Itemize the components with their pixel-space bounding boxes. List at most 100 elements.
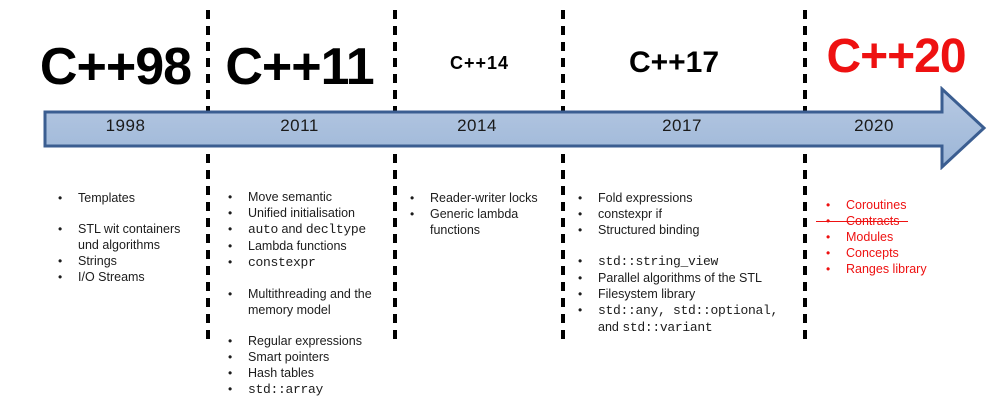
year-label-cpp11: 2011 — [280, 116, 319, 135]
feature-text: Smart pointers — [248, 349, 393, 365]
feature-item: •constexpr — [218, 254, 393, 271]
bullet-icon: • — [228, 190, 233, 204]
feature-item: •Hash tables — [218, 365, 393, 381]
feature-item: • Regular expressions — [218, 333, 393, 349]
code-text: std::array — [248, 382, 324, 397]
year-label-cpp98: 1998 — [105, 116, 146, 135]
bullet-icon: • — [826, 198, 831, 212]
header-cpp98: C++98 — [39, 38, 192, 96]
feature-text: Generic lambda functions — [430, 206, 556, 238]
code-text: decltype — [305, 222, 366, 237]
header-cpp20: C++20 — [826, 30, 966, 83]
feature-text: constexpr if — [598, 206, 800, 222]
bullet-icon: • — [228, 222, 233, 236]
bullet-icon: • — [228, 206, 233, 220]
feature-text: I/O Streams — [78, 269, 198, 285]
feature-item: •Generic lambda functions — [400, 206, 556, 238]
feature-text: Strings — [78, 253, 198, 269]
header-cpp17: C++17 — [628, 46, 720, 79]
bullet-icon: • — [228, 382, 233, 396]
plain-text: and — [278, 222, 306, 236]
feature-text: Unified initialisation — [248, 205, 393, 221]
feature-item: •Move semantic — [218, 189, 393, 205]
plain-text: Smart pointers — [248, 350, 330, 364]
feature-item: • Coroutines — [816, 197, 976, 213]
feature-text: auto and decltype — [248, 221, 393, 238]
feature-item: •Contracts — [816, 213, 976, 229]
bullet-icon: • — [826, 230, 831, 244]
plain-text: Multithreading and the memory model — [248, 287, 372, 317]
bullet-icon: • — [578, 271, 583, 285]
timeline-arrow — [43, 85, 987, 171]
feature-text: Concepts — [846, 245, 976, 261]
feature-item: •Filesystem library — [568, 286, 800, 302]
bullet-icon: • — [826, 262, 831, 276]
feature-item: • STL wit containers und algorithms — [48, 221, 198, 253]
feature-item: • Parallel algorithms of the STL — [568, 270, 800, 286]
feature-item: • std::array — [218, 381, 393, 398]
feature-text: std::string_view — [598, 253, 800, 270]
feature-item: • I/O Streams — [48, 269, 198, 285]
feature-text: Coroutines — [846, 197, 976, 213]
feature-item: • auto and decltype — [218, 221, 393, 238]
bullet-icon: • — [578, 207, 583, 221]
plain-text: Parallel algorithms of the STL — [598, 271, 762, 285]
feature-text: Multithreading and the memory model — [248, 286, 393, 318]
plain-text: Concepts — [846, 246, 899, 260]
feature-text: Filesystem library — [598, 286, 800, 302]
feature-list-cpp17: •Fold expressions•constexpr if•Structure… — [568, 190, 800, 336]
timeline-arrow-shape — [43, 85, 987, 171]
plain-text: Unified initialisation — [248, 206, 356, 220]
plain-text: STL wit containers und algorithms — [78, 222, 181, 252]
feature-text: Templates — [78, 190, 198, 206]
feature-item: • constexpr if — [568, 206, 800, 222]
year-label-cpp17: 2017 — [662, 116, 702, 135]
feature-item: •std::any, std::optional, and std::varia… — [568, 302, 800, 336]
bullet-icon: • — [228, 334, 233, 348]
feature-item: • Multithreading and the memory model — [218, 286, 393, 318]
divider-line — [561, 10, 565, 346]
feature-item: •Reader-writer locks — [400, 190, 556, 206]
feature-item: • std::string_view — [568, 253, 800, 270]
bullet-icon: • — [826, 246, 831, 260]
feature-text: Parallel algorithms of the STL — [598, 270, 800, 286]
bullet-icon: • — [58, 222, 63, 236]
bullet-icon: • — [228, 350, 233, 364]
bullet-icon: • — [228, 287, 233, 301]
plain-text: Modules — [846, 230, 894, 244]
feature-item: • Modules — [816, 229, 976, 245]
header-cpp11: C++11 — [225, 38, 374, 96]
code-text: std::string_view — [598, 254, 719, 269]
year-label-cpp20: 2020 — [854, 116, 894, 135]
bullet-icon: • — [578, 254, 583, 268]
year-label-cpp14: 2014 — [457, 116, 497, 135]
divider-line — [206, 10, 210, 346]
plain-text: Generic lambda functions — [430, 207, 519, 237]
bullet-icon: • — [228, 239, 233, 253]
header-cpp14: C++14 — [449, 53, 510, 73]
plain-text: Contracts — [846, 214, 900, 228]
bullet-icon: • — [58, 270, 63, 284]
plain-text: Coroutines — [846, 198, 907, 212]
feature-text: std::any, std::optional, and std::varian… — [598, 302, 800, 336]
feature-text: Hash tables — [248, 365, 393, 381]
bullet-icon: • — [578, 223, 583, 237]
plain-text: Hash tables — [248, 366, 315, 380]
feature-text: Regular expressions — [248, 333, 393, 349]
feature-item: • Lambda functions — [218, 238, 393, 254]
plain-text: Filesystem library — [598, 287, 696, 301]
plain-text: constexpr if — [598, 207, 662, 221]
plain-text: Templates — [78, 191, 135, 205]
feature-item: •Structured binding — [568, 222, 800, 238]
feature-list-cpp20: •Coroutines•Contracts•Modules•Concepts•R… — [816, 197, 976, 277]
feature-text: Lambda functions — [248, 238, 393, 254]
plain-text: Strings — [78, 254, 117, 268]
plain-text: I/O Streams — [78, 270, 145, 284]
code-text: auto — [248, 222, 279, 237]
plain-text: Regular expressions — [248, 334, 362, 348]
feature-text: constexpr — [248, 254, 393, 271]
bullet-icon: • — [58, 254, 63, 268]
feature-list-cpp98: • Templates • STL wit containers und algori… — [48, 190, 198, 285]
feature-item: • Smart pointers — [218, 349, 393, 365]
